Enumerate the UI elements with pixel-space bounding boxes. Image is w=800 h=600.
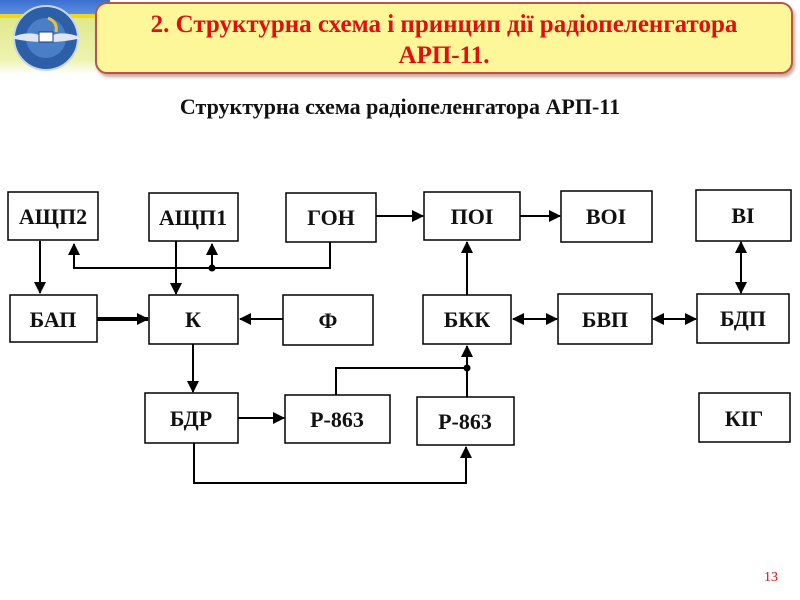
- block-label: БВП: [582, 307, 628, 332]
- conn-r863a-bkk: [335, 367, 467, 395]
- block-r863-a: [284, 394, 391, 444]
- block-poi: [423, 191, 521, 241]
- block-label: Р-863: [310, 407, 364, 432]
- university-logo: [10, 5, 82, 71]
- block-kig: [698, 392, 791, 443]
- block-label: ВІ: [731, 203, 754, 228]
- block-f: [282, 294, 374, 346]
- block-bdp: [696, 293, 790, 344]
- block-label: ВОІ: [586, 204, 626, 229]
- block-label: Р-863: [438, 409, 492, 434]
- block-label: КІГ: [725, 406, 764, 431]
- conn-gon-ashchp: [68, 242, 331, 269]
- slide-title-line2: АРП-11.: [398, 42, 490, 69]
- block-label: БДП: [720, 306, 766, 331]
- block-gon: [285, 192, 377, 243]
- block-vi: [695, 189, 792, 242]
- block-bap: [9, 294, 98, 343]
- block-bkk: [422, 294, 512, 345]
- block-bvp: [557, 293, 653, 345]
- block-label: БАП: [30, 307, 77, 332]
- conn-bdr-r863b: [193, 443, 472, 484]
- block-bdr: [144, 392, 239, 444]
- block-label: АЩП2: [19, 204, 87, 229]
- block-r863-b: [416, 396, 515, 446]
- block-ashchp1: [148, 192, 239, 242]
- junction-dot: [463, 364, 471, 372]
- block-label: БКК: [444, 307, 490, 332]
- block-label: АЩП1: [159, 205, 227, 230]
- page-number: 13: [764, 570, 778, 585]
- block-label: К: [185, 307, 201, 332]
- block-label: Ф: [319, 308, 338, 333]
- diagram-title: Структурна схема радіопеленгатора АРП-11: [179, 94, 621, 119]
- block-voi: [560, 190, 653, 243]
- block-label: ПОІ: [451, 204, 494, 229]
- slide-title: 2. Структурна схема і принцип дії радіоп…: [95, 2, 793, 74]
- slide-title-line1: 2. Структурна схема і принцип дії радіоп…: [150, 11, 738, 38]
- block-k: [148, 294, 239, 345]
- junction-dot: [208, 264, 216, 272]
- block-ashchp2: [7, 191, 99, 241]
- block-label: ГОН: [307, 205, 355, 230]
- block-label: БДР: [170, 406, 212, 431]
